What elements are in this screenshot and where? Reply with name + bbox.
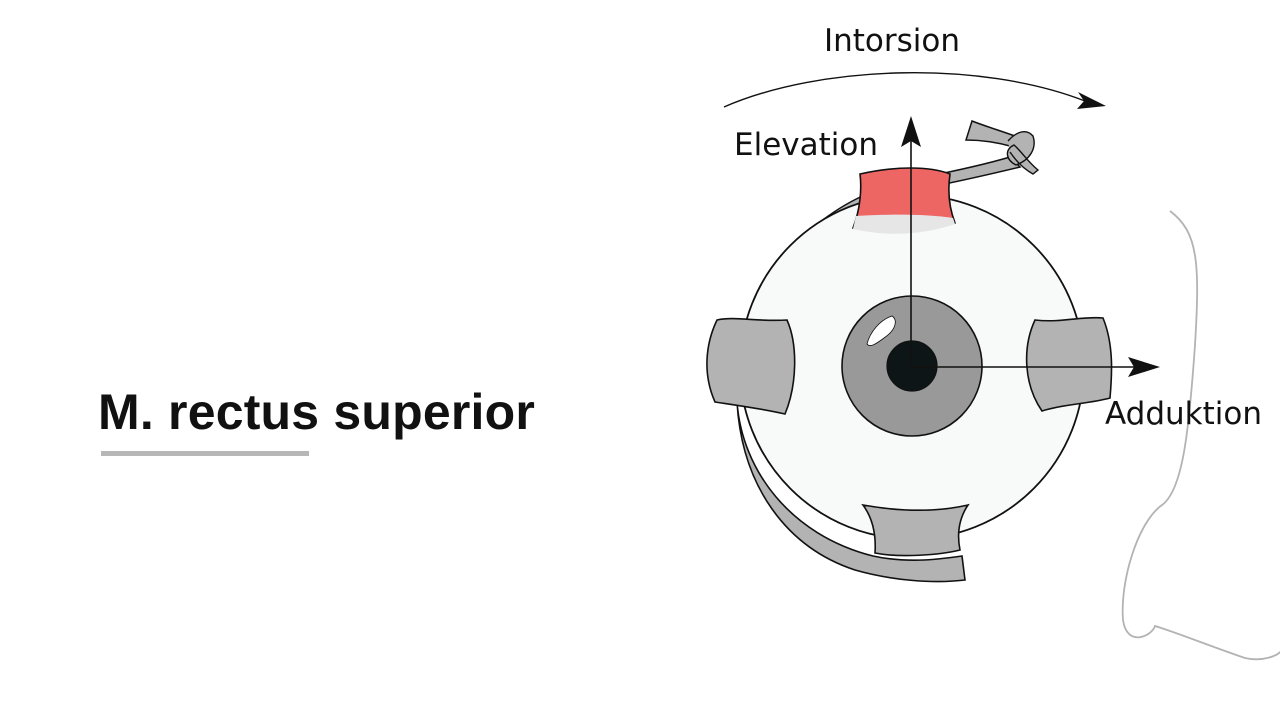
intorsion-arrowhead — [1077, 92, 1106, 109]
superior-rectus-insertion — [853, 214, 955, 234]
adduction-arrowhead — [1128, 357, 1160, 377]
elevation-label: Elevation — [734, 127, 878, 163]
elevation-arrowhead — [901, 116, 921, 147]
trochlea-icon — [1006, 130, 1040, 175]
title-underline — [101, 451, 309, 456]
inferior-oblique-muscle — [736, 401, 966, 583]
intorsion-label: Intorsion — [824, 23, 960, 59]
lateral-rectus-muscle — [1025, 316, 1113, 412]
intorsion-arc — [723, 72, 1086, 108]
page-title: M. rectus superior — [98, 384, 536, 440]
pupil — [886, 340, 938, 392]
inferior-rectus-muscle — [861, 503, 970, 557]
medial-rectus-muscle — [706, 317, 796, 415]
adduction-label: Adduktion — [1105, 396, 1262, 432]
cornea-reflection — [866, 315, 896, 346]
face-profile-outline — [1121, 210, 1280, 661]
